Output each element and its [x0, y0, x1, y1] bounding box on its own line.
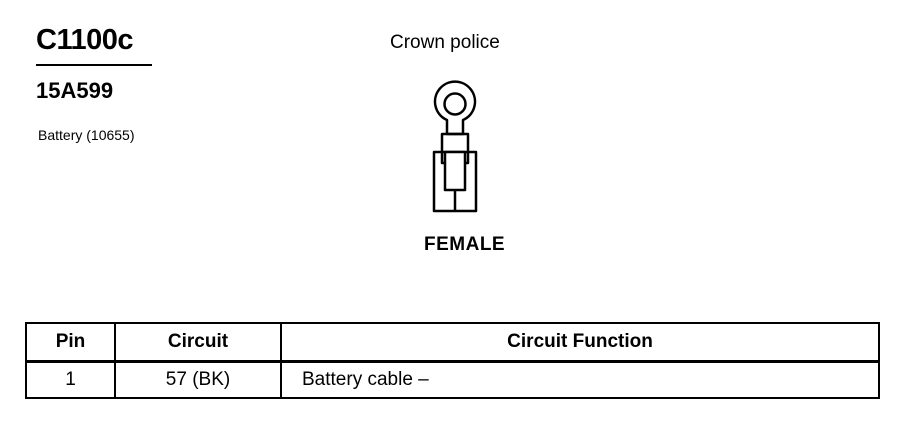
part-number: 15A599 — [36, 78, 114, 103]
connector-id: C1100c — [36, 24, 134, 56]
title-divider — [36, 64, 152, 66]
table-row: 1 57 (BK) Battery cable – — [25, 360, 880, 399]
pin-table: Pin Circuit Circuit Function 1 57 (BK) B… — [25, 322, 880, 399]
header-pin: Pin — [25, 322, 116, 363]
table-header-row: Pin Circuit Circuit Function — [25, 322, 880, 363]
cell-circuit: 57 (BK) — [114, 360, 282, 399]
vehicle-label: Crown police — [390, 32, 500, 53]
cell-circuit-function: Battery cable – — [280, 360, 880, 399]
header-circuit-function: Circuit Function — [280, 322, 880, 363]
gender-label: FEMALE — [424, 234, 506, 255]
cell-pin: 1 — [25, 360, 116, 399]
ring-terminal-icon — [432, 80, 478, 213]
component-name: Battery (10655) — [38, 127, 135, 143]
header-circuit: Circuit — [114, 322, 282, 363]
